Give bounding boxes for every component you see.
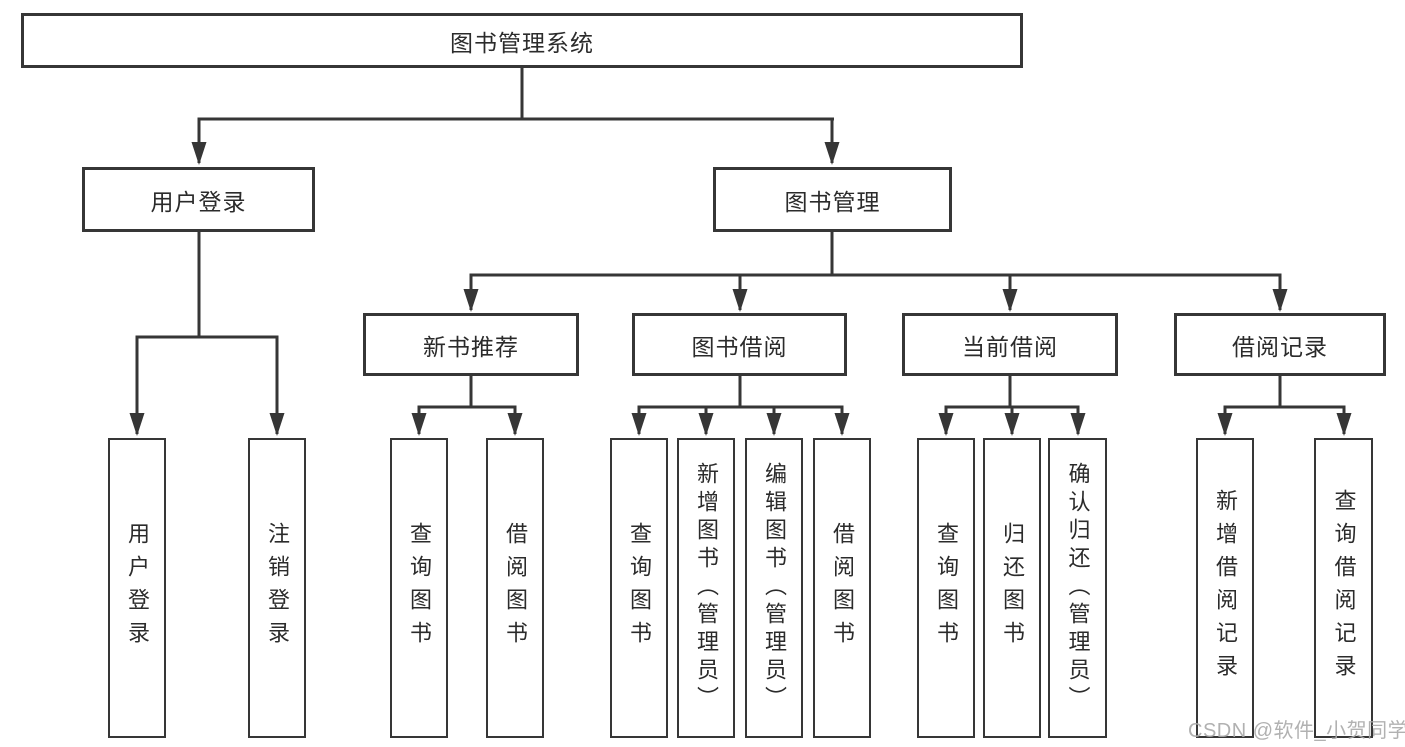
node-user-login: 用户登录	[82, 167, 315, 232]
leaf-label: 查询图书	[627, 522, 652, 654]
leaf-label: 归还图书	[1000, 522, 1025, 654]
leaf-query-books-2: 查询图书	[610, 438, 668, 738]
node-label: 新书推荐	[423, 333, 519, 360]
leaf-label: 确认归还（管理员）	[1065, 462, 1091, 714]
leaf-user-login: 用户登录	[108, 438, 166, 738]
leaf-add-borrowing-record: 新增借阅记录	[1196, 438, 1254, 738]
leaf-label: 新增借阅记录	[1213, 489, 1238, 687]
leaf-label: 注销登录	[265, 522, 290, 654]
leaf-label: 新增图书（管理员）	[694, 462, 719, 714]
node-label: 用户登录	[150, 188, 247, 215]
node-label: 图书管理	[784, 188, 881, 215]
node-label: 图书借阅	[691, 333, 788, 360]
node-library-management-system: 图书管理系统	[21, 13, 1023, 68]
node-label: 图书管理系统	[450, 29, 594, 56]
leaf-confirm-return-admin: 确认归还（管理员）	[1048, 438, 1107, 738]
leaf-label: 查询图书	[934, 522, 959, 654]
node-label: 借阅记录	[1232, 333, 1328, 360]
leaf-label: 借阅图书	[503, 522, 528, 654]
leaf-label: 借阅图书	[830, 522, 855, 654]
leaf-edit-book-admin: 编辑图书（管理员）	[745, 438, 803, 738]
leaf-label: 编辑图书（管理员）	[762, 462, 787, 714]
leaf-return-books: 归还图书	[983, 438, 1041, 738]
leaf-borrow-books-2: 借阅图书	[813, 438, 871, 738]
node-new-book-recommendation: 新书推荐	[363, 313, 579, 376]
node-current-borrowing: 当前借阅	[902, 313, 1118, 376]
leaf-borrow-books-1: 借阅图书	[486, 438, 544, 738]
csdn-watermark: CSDN @软件_小贺同学	[1188, 720, 1405, 742]
leaf-add-book-admin: 新增图书（管理员）	[677, 438, 735, 738]
leaf-logout: 注销登录	[248, 438, 306, 738]
leaf-query-borrowing-record: 查询借阅记录	[1314, 438, 1373, 738]
leaf-query-books-1: 查询图书	[390, 438, 448, 738]
node-label: 当前借阅	[962, 333, 1058, 360]
leaf-label: 查询借阅记录	[1331, 489, 1357, 687]
node-book-management: 图书管理	[713, 167, 952, 232]
leaf-label: 用户登录	[125, 522, 150, 654]
leaf-label: 查询图书	[407, 522, 432, 654]
node-borrowing-records: 借阅记录	[1174, 313, 1386, 376]
leaf-query-books-3: 查询图书	[917, 438, 975, 738]
node-book-borrowing: 图书借阅	[632, 313, 847, 376]
